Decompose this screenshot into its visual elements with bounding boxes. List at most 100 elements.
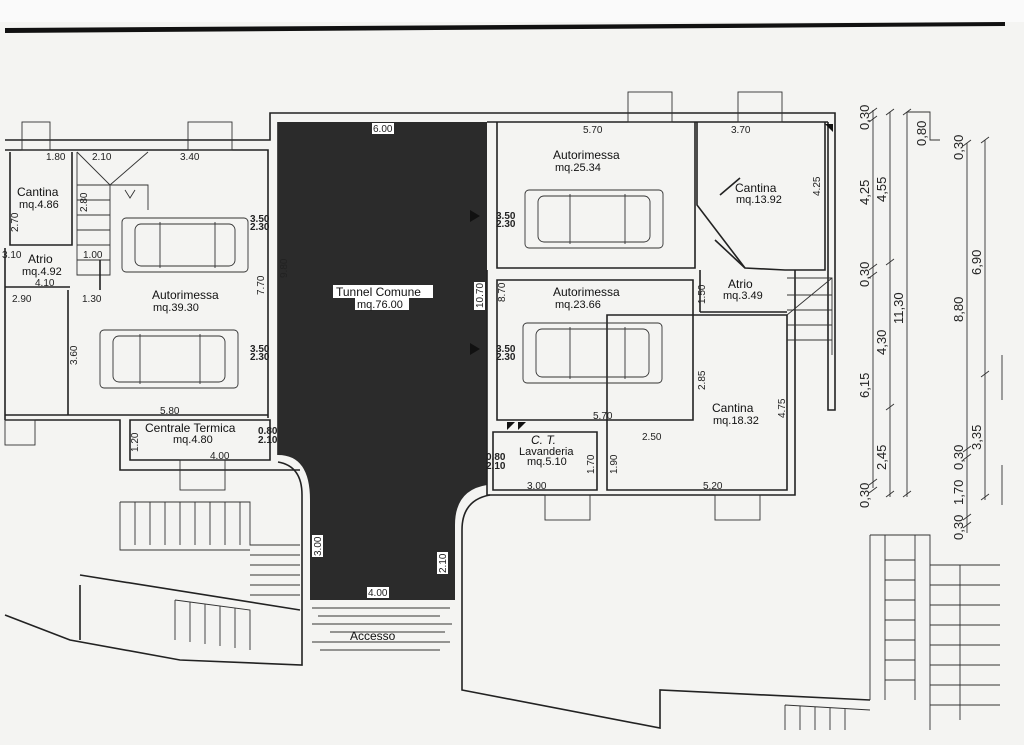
door-dim: 0.80 bbox=[486, 452, 506, 463]
room-name: Autorimessa bbox=[553, 285, 620, 299]
dim: 3.00 bbox=[527, 481, 547, 492]
door-dim: 3.50 bbox=[496, 211, 516, 222]
elevation-dim: 0,30 bbox=[857, 105, 872, 130]
window bbox=[187, 121, 233, 151]
dim: 8.70 bbox=[497, 282, 508, 302]
accesso-hatch bbox=[312, 607, 452, 651]
elevation-dim: 0,30 bbox=[951, 135, 966, 160]
dim: 2.70 bbox=[10, 212, 21, 232]
room-area: mq.3.49 bbox=[723, 290, 763, 302]
door-dim: 2.30 bbox=[250, 352, 270, 363]
elevation-dim: 11,30 bbox=[891, 292, 906, 324]
room-name: Atrio bbox=[728, 277, 753, 291]
dim: 3.60 bbox=[69, 345, 80, 365]
dim: 5.20 bbox=[703, 481, 723, 492]
dim: 2.10 bbox=[438, 553, 449, 573]
room-area: mq.4.92 bbox=[22, 266, 62, 278]
room-area: mq.76.00 bbox=[357, 299, 403, 311]
room-name: Accesso bbox=[350, 629, 396, 643]
dim: 10.70 bbox=[475, 283, 486, 308]
room-area: mq.18.32 bbox=[713, 415, 759, 427]
dim: 3.70 bbox=[731, 125, 751, 136]
door-dim: 2.30 bbox=[250, 222, 270, 233]
dim: 1.80 bbox=[46, 152, 66, 163]
room-name: Cantina bbox=[735, 181, 777, 195]
stairs-bottom-right bbox=[784, 534, 1000, 730]
room-area: mq.13.92 bbox=[736, 194, 782, 206]
elevation-dim: 6,15 bbox=[857, 373, 872, 398]
elevation-dim: 4,55 bbox=[874, 177, 889, 202]
room-area: mq.39.30 bbox=[153, 302, 199, 314]
dim: 3.40 bbox=[180, 152, 200, 163]
dim: 7.70 bbox=[256, 275, 267, 295]
door-dim: 0.80 bbox=[258, 426, 278, 437]
tunnel-fill bbox=[278, 122, 487, 600]
window bbox=[627, 91, 673, 123]
dim: 1.50 bbox=[697, 284, 708, 304]
window bbox=[544, 494, 591, 521]
dim: 2.90 bbox=[12, 294, 32, 305]
scan-margin bbox=[0, 0, 1024, 22]
room-area: mq.23.66 bbox=[555, 299, 601, 311]
dim: 3.10 bbox=[2, 250, 22, 261]
stairs-bottom-left bbox=[119, 501, 300, 650]
elevation-dim: 8,80 bbox=[951, 297, 966, 322]
elevation-dim: 0,80 bbox=[914, 121, 929, 146]
dim: 4.10 bbox=[35, 278, 55, 289]
elevation-dim: 0,30 bbox=[857, 483, 872, 508]
dim: 5.80 bbox=[160, 406, 180, 417]
elevation-dimensions: 0,30 4,25 0,30 6,15 0,30 4,55 4,30 2,45 … bbox=[857, 105, 1003, 540]
handwritten-note: C. T. bbox=[531, 433, 556, 447]
right-block bbox=[470, 91, 833, 521]
dim: 2.80 bbox=[79, 192, 90, 212]
window bbox=[21, 121, 51, 151]
dim: 4.00 bbox=[368, 588, 388, 599]
room-area: mq.4.86 bbox=[19, 199, 59, 211]
door-dim: 2.10 bbox=[258, 435, 278, 446]
dim: 5.70 bbox=[583, 125, 603, 136]
dim: 1.20 bbox=[130, 432, 141, 452]
dim: 2.10 bbox=[92, 152, 112, 163]
room-area: mq.4.80 bbox=[173, 434, 213, 446]
door-dim: 3.50 bbox=[250, 214, 270, 225]
car-icon bbox=[522, 322, 663, 384]
room-name: Atrio bbox=[28, 252, 53, 266]
dim: 4.75 bbox=[777, 398, 788, 418]
window bbox=[714, 494, 761, 521]
elevation-dim: 6,90 bbox=[969, 250, 984, 275]
dim: 3.00 bbox=[313, 536, 324, 556]
room-name: Tunnel Comune bbox=[336, 285, 421, 299]
scan-edge-line bbox=[5, 22, 1005, 33]
room-area: mq.25.34 bbox=[555, 162, 601, 174]
dim: 1.90 bbox=[609, 454, 620, 474]
left-dimensions: 1.80 2.10 3.40 2.80 2.70 3.10 1.00 4.10 … bbox=[2, 152, 290, 462]
dim: 6.00 bbox=[373, 124, 393, 135]
elevation-dim: 4,25 bbox=[857, 180, 872, 205]
car-icon bbox=[524, 189, 664, 249]
elevation-dim: 3,35 bbox=[969, 425, 984, 450]
car-icon bbox=[99, 329, 239, 389]
car-icon bbox=[121, 217, 249, 273]
dim: 5.70 bbox=[593, 411, 613, 422]
room-name: Centrale Termica bbox=[145, 421, 236, 435]
elevation-dim: 0,30 bbox=[951, 515, 966, 540]
room-name: Cantina bbox=[712, 401, 754, 415]
door-dim: 2.30 bbox=[496, 352, 516, 363]
dim: 2.50 bbox=[642, 432, 662, 443]
room-name: Autorimessa bbox=[553, 148, 620, 162]
window bbox=[4, 419, 36, 446]
right-dimensions: 5.70 3.70 4.25 8.70 1.50 2.85 5.70 2.50 … bbox=[486, 125, 823, 492]
dim: 1.30 bbox=[82, 294, 102, 305]
elevation-dim: 1,70 bbox=[951, 480, 966, 505]
window bbox=[179, 459, 226, 491]
dim: 4.25 bbox=[812, 176, 823, 196]
stairs-right bbox=[786, 277, 833, 355]
door-dim: 2.10 bbox=[486, 461, 506, 472]
elevation-dim: 0,30 bbox=[951, 445, 966, 470]
dim: 4.00 bbox=[210, 451, 230, 462]
elevation-dim: 4,30 bbox=[874, 330, 889, 355]
dim: 9.80 bbox=[279, 258, 290, 278]
dim: 1.70 bbox=[586, 454, 597, 474]
